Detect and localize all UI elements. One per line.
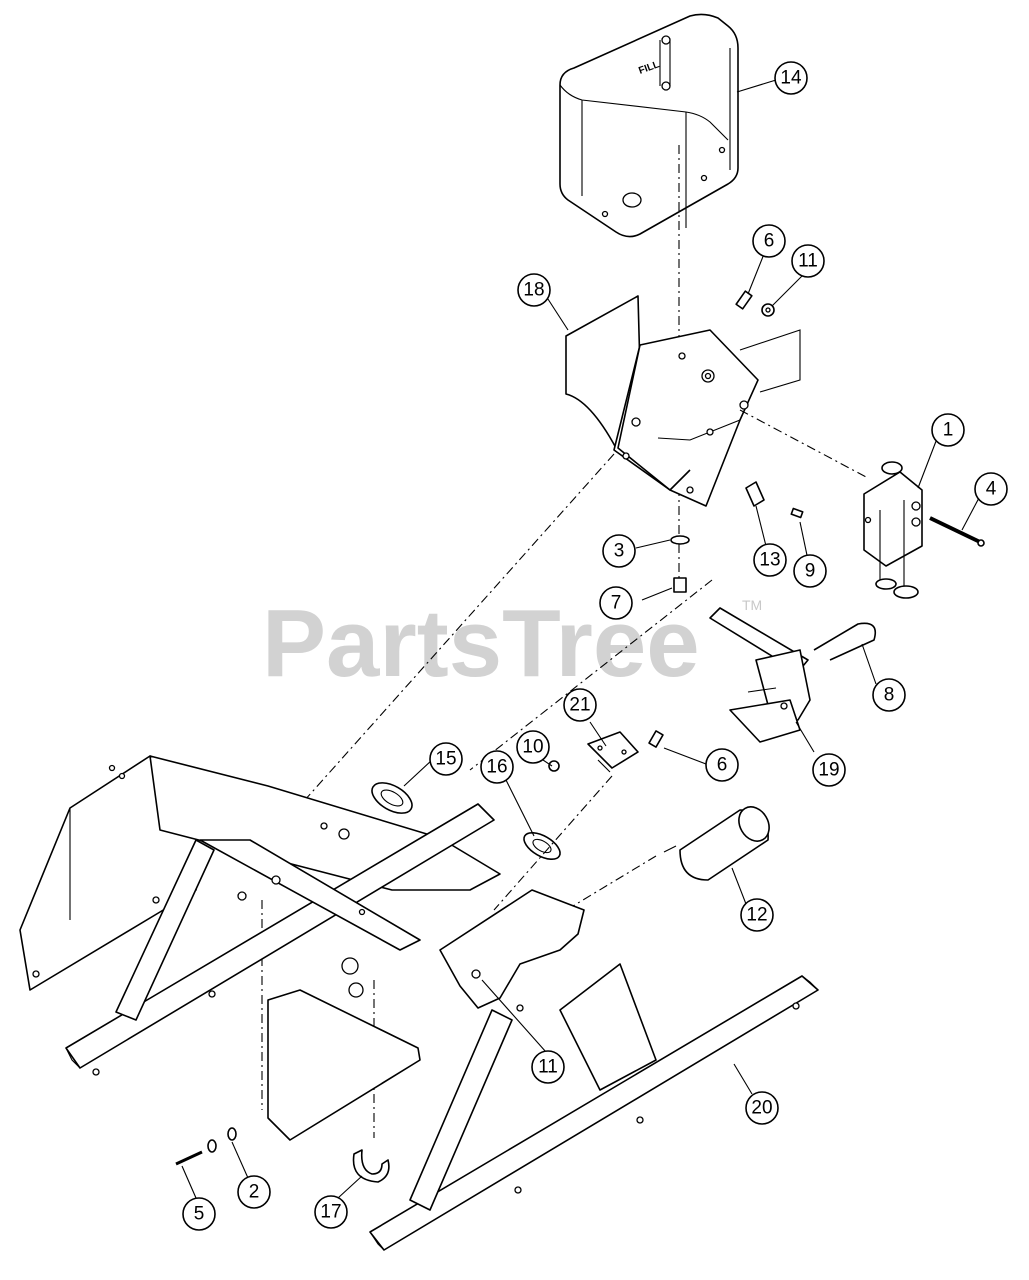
callout-4: 4 — [974, 472, 1008, 506]
svg-text:13: 13 — [759, 550, 780, 571]
svg-text:3: 3 — [614, 541, 625, 562]
callout-3: 3 — [602, 534, 636, 568]
bolt-6-lower — [648, 730, 664, 748]
svg-text:11: 11 — [538, 1057, 558, 1078]
svg-text:8: 8 — [884, 685, 895, 706]
watermark-trademark: TM — [742, 597, 762, 613]
svg-text:12: 12 — [746, 905, 767, 926]
callout-21: 21 — [563, 688, 597, 722]
svg-text:5: 5 — [194, 1204, 205, 1225]
svg-text:9: 9 — [805, 561, 816, 582]
grommet-16 — [523, 831, 561, 861]
svg-text:10: 10 — [522, 737, 543, 758]
tank-bracket — [565, 295, 801, 507]
callout-8: 8 — [872, 678, 906, 712]
bolt-6-upper — [735, 290, 753, 310]
nut-10 — [548, 760, 560, 772]
svg-text:6: 6 — [717, 755, 728, 776]
motor-cylinder — [663, 806, 770, 881]
svg-text:6: 6 — [764, 231, 775, 252]
svg-text:11: 11 — [798, 251, 818, 272]
leader-lines — [181, 79, 981, 1199]
callout-14: 14 — [774, 61, 808, 95]
callout-13: 13 — [753, 543, 787, 577]
callout-6-lower: 6 — [705, 748, 739, 782]
svg-text:15: 15 — [435, 749, 456, 770]
switch-bracket — [587, 731, 639, 773]
svg-text:2: 2 — [249, 1182, 260, 1203]
callout-15: 15 — [429, 742, 463, 776]
callout-1: 1 — [931, 413, 965, 447]
washer-2 — [207, 1127, 237, 1153]
reservoir-tank: FILL — [559, 13, 739, 238]
main-frame — [19, 755, 819, 1251]
screw-9 — [790, 507, 804, 519]
svg-text:14: 14 — [780, 68, 802, 89]
pin-4 — [929, 516, 985, 547]
callout-7: 7 — [599, 586, 633, 620]
pump-handle — [709, 607, 811, 743]
callout-9: 9 — [793, 554, 827, 588]
u-clamp — [352, 1149, 390, 1183]
callout-5: 5 — [182, 1197, 216, 1231]
callout-20: 20 — [745, 1091, 779, 1125]
svg-text:1: 1 — [943, 420, 954, 441]
svg-text:7: 7 — [611, 593, 622, 614]
callout-19: 19 — [812, 753, 846, 787]
watermark-brand: PartsTree — [262, 590, 700, 697]
svg-text:18: 18 — [523, 280, 544, 301]
bolt-7 — [673, 577, 687, 593]
hairpin-8 — [813, 622, 877, 661]
callout-2: 2 — [237, 1175, 271, 1209]
callout-17: 17 — [314, 1195, 348, 1229]
callout-11-upper: 11 — [791, 244, 825, 278]
valve-assembly — [863, 461, 923, 599]
bolt-5 — [175, 1150, 203, 1166]
washer-3 — [670, 535, 690, 545]
callout-6-upper: 6 — [752, 224, 786, 258]
callout-10: 10 — [516, 730, 550, 764]
callout-16: 16 — [480, 750, 514, 784]
svg-text:21: 21 — [569, 695, 590, 716]
svg-text:20: 20 — [751, 1098, 772, 1119]
callout-11-lower: 11 — [531, 1050, 565, 1084]
clip-13 — [745, 481, 765, 507]
grommet-15 — [371, 782, 413, 814]
svg-text:19: 19 — [818, 760, 839, 781]
callout-18: 18 — [517, 273, 551, 307]
nut-11-upper — [761, 303, 775, 317]
svg-text:16: 16 — [486, 757, 507, 778]
svg-text:4: 4 — [986, 479, 997, 500]
svg-text:17: 17 — [320, 1202, 341, 1223]
callout-12: 12 — [740, 898, 774, 932]
